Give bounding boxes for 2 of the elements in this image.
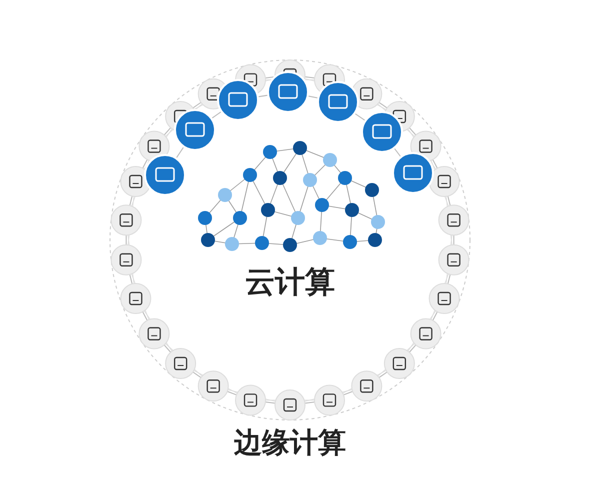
edge-computing-label: 边缘计算	[234, 425, 346, 461]
cloud-computing-label: 云计算	[245, 264, 335, 302]
